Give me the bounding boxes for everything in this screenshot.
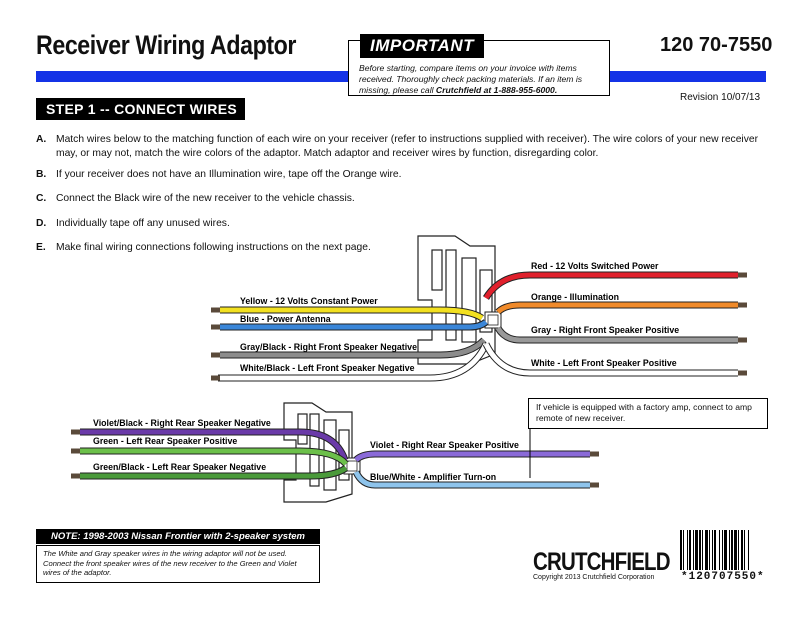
instruction-e: E.Make final wiring connections followin… — [36, 242, 371, 253]
barcode-bar — [695, 530, 698, 570]
barcode — [680, 530, 749, 570]
wire-top-left-0 — [220, 307, 484, 321]
wire-label-bottom-right-0: Violet - Right Rear Speaker Positive — [370, 440, 519, 450]
wire-top-left-0-tip — [211, 307, 220, 313]
barcode-bar — [722, 530, 723, 570]
wire-top-right-2 — [495, 326, 738, 343]
barcode-bar — [705, 530, 708, 570]
wire-top-left-3 — [218, 342, 489, 381]
wire-top-right-1 — [496, 302, 738, 314]
important-phone: Crutchfield at 1-888-955-6000. — [435, 85, 558, 95]
wire-label-top-right-0: Red - 12 Volts Switched Power — [531, 261, 659, 271]
wire-label-top-right-2: Gray - Right Front Speaker Positive — [531, 325, 679, 335]
barcode-bar — [729, 530, 730, 570]
wire-label-top-right-1: Orange - Illumination — [531, 292, 619, 302]
barcode-bar — [709, 530, 710, 570]
wire-top-left-1-tip — [211, 324, 220, 330]
wire-top-right-0-tip — [738, 272, 747, 278]
wire-bottom-left-1-tip — [71, 448, 80, 454]
wire-label-top-left-0: Yellow - 12 Volts Constant Power — [240, 296, 378, 306]
barcode-bar — [693, 530, 694, 570]
revision-date: Revision 10/07/13 — [680, 92, 761, 103]
instruction-c: C.Connect the Black wire of the new rece… — [36, 193, 355, 204]
barcode-text: *120707550* — [681, 571, 765, 583]
note-title: NOTE: 1998-2003 Nissan Frontier with 2-s… — [36, 529, 320, 544]
wire-bottom-right-0 — [354, 451, 590, 462]
wire-bottom-left-0 — [80, 429, 348, 461]
barcode-bar — [702, 530, 703, 570]
barcode-bar — [741, 530, 743, 570]
wire-bottom-left-2-tip — [71, 473, 80, 479]
wire-top-right-3 — [483, 342, 738, 376]
wire-label-bottom-left-0: Violet/Black - Right Rear Speaker Negati… — [93, 418, 271, 428]
wire-label-bottom-right-1: Blue/White - Amplifier Turn-on — [370, 472, 496, 482]
wire-bottom-left-1 — [80, 448, 348, 466]
wire-bottom-left-2 — [80, 465, 348, 479]
top-connector — [417, 235, 502, 365]
wire-top-left-1 — [220, 320, 488, 330]
wire-top-right-3-tip — [738, 370, 747, 376]
wire-label-bottom-left-2: Green/Black - Left Rear Speaker Negative — [93, 462, 266, 472]
barcode-bar — [719, 530, 720, 570]
wire-top-right-0 — [483, 272, 738, 300]
barcode-bar — [748, 530, 749, 570]
wire-bottom-left-0-tip — [71, 429, 80, 435]
barcode-bar — [699, 530, 701, 570]
step-heading: STEP 1 -- CONNECT WIRES — [36, 98, 245, 120]
amp-note: If vehicle is equipped with a factory am… — [528, 398, 768, 429]
barcode-bar — [689, 530, 691, 570]
part-number: 120 70-7550 — [660, 34, 773, 56]
wire-top-left-2-tip — [211, 352, 220, 358]
wire-bottom-right-1-tip — [590, 482, 599, 488]
wire-label-top-left-3: White/Black - Left Front Speaker Negativ… — [240, 363, 415, 373]
wire-label-top-left-1: Blue - Power Antenna — [240, 314, 331, 324]
wire-top-left-3-tip — [211, 375, 220, 381]
barcode-bar — [738, 530, 739, 570]
wire-label-top-right-3: White - Left Front Speaker Positive — [531, 358, 677, 368]
barcode-bar — [687, 530, 688, 570]
barcode-bar — [712, 530, 713, 570]
barcode-bar — [683, 530, 684, 570]
barcode-bar — [680, 530, 682, 570]
wire-label-top-left-2: Gray/Black - Right Front Speaker Negativ… — [240, 342, 417, 352]
barcode-bar — [734, 530, 737, 570]
barcode-bar — [714, 530, 716, 570]
page-title: Receiver Wiring Adaptor — [36, 30, 297, 60]
note-text: The White and Gray speaker wires in the … — [36, 545, 320, 583]
barcode-bar — [731, 530, 733, 570]
important-text: Before starting, compare items on your i… — [359, 63, 583, 95]
wire-label-bottom-left-1: Green - Left Rear Speaker Positive — [93, 436, 237, 446]
wire-top-right-1-tip — [738, 302, 747, 308]
barcode-bar — [744, 530, 745, 570]
crutchfield-logo: CRUTCHFIELD — [533, 548, 671, 576]
instruction-d: D.Individually tape off any unused wires… — [36, 218, 230, 229]
copyright-text: Copyright 2013 Crutchfield Corporation — [533, 574, 655, 581]
barcode-bar — [724, 530, 727, 570]
wire-top-left-2 — [220, 338, 486, 358]
important-label: IMPORTANT — [360, 34, 484, 58]
wire-bottom-right-1 — [353, 470, 590, 488]
wire-top-right-2-tip — [738, 337, 747, 343]
instruction-a: A.Match wires below to the matching func… — [36, 134, 759, 159]
wire-bottom-right-0-tip — [590, 451, 599, 457]
instruction-b: B.If your receiver does not have an Illu… — [36, 169, 402, 180]
